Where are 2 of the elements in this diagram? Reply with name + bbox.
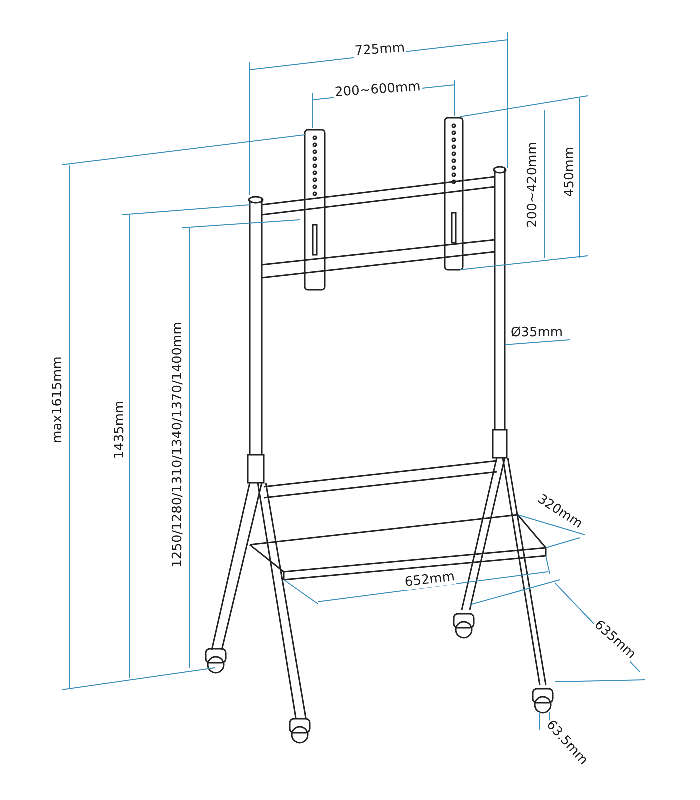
dimension-label: 1250/1280/1310/1340/1370/1400mm	[170, 321, 186, 569]
dimension-label: Ø35mm	[510, 326, 564, 340]
